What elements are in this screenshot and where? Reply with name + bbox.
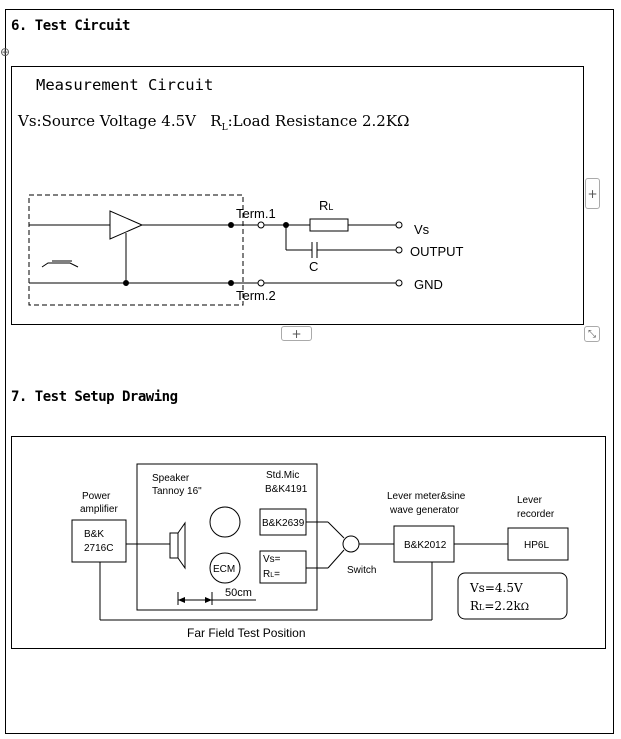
measurement-circuit-figure: Measurement Circuit Vs:Source Voltage 4.… [11,66,584,325]
figure-caption: Vs:Source Voltage 4.5V RL:Load Resistanc… [18,112,409,133]
speaker-cone [177,521,186,570]
power-amp-label-1: Power [82,491,111,502]
gnd-label: GND [414,277,443,292]
load-resistance-text: :Load Resistance 2.2K [227,112,398,130]
source-voltage-text: Vs:Source Voltage 4.5V [18,112,196,130]
term2-terminal [257,279,265,287]
rl-eq-label: RL= [263,569,280,580]
lever-meter-label-1: Lever meter&sine [387,491,466,502]
load-r-symbol: R [210,112,222,130]
circuit-schematic: Term.1 Term.2 RL C Vs OUTPUT GND [28,194,464,306]
test-setup-figure: Power amplifier B&K 2716C Speaker Tannoy… [11,436,606,649]
output-label: OUTPUT [410,244,464,259]
recorder-label-2: recorder [517,509,555,520]
add-row-button[interactable]: + [281,326,312,341]
lever-meter-label-2: wave generator [389,505,460,516]
gnd-terminal [395,279,403,287]
term1-label: Term.1 [236,206,276,221]
output-terminal [395,246,403,254]
load-resistor [309,218,349,232]
far-field-label: Far Field Test Position [187,626,306,640]
figure-title: Measurement Circuit [36,76,214,94]
vs-value-label: Vs=4.5V [469,581,523,595]
section-6-heading: 6. Test Circuit [11,18,130,34]
term1-terminal [257,221,265,229]
hp6l-label: HP6L [524,540,549,551]
vs-eq-label: Vs= [263,554,281,565]
load-r-subscript: L [221,123,228,133]
anechoic-enclosure [136,463,318,611]
recorder-label-1: Lever [517,495,543,506]
power-amplifier-box [71,519,127,563]
move-handle-icon[interactable]: ⊕ [0,45,11,59]
hp6l-box [507,527,569,561]
speaker-label-1: Speaker [152,473,190,484]
capacitor-label: C [309,259,318,274]
capsule-diaphragm [41,262,79,268]
vs-label: Vs [414,222,430,237]
mic-enclosure [28,194,244,306]
page-frame [5,9,614,734]
ohm-symbol: Ω [397,112,410,130]
stdmic-label-1: Std.Mic [266,470,299,481]
speaker-body [169,532,179,559]
test-setup-diagram: Power amplifier B&K 2716C Speaker Tannoy… [71,463,569,640]
vs-terminal [395,221,403,229]
bk-amp-label-2: 2716C [84,543,113,554]
vs-rl-box [259,550,307,584]
ecm-circle [209,552,241,584]
switch-label: Switch [347,565,376,576]
values-box [457,572,568,620]
rl-label: RL [319,198,333,213]
bk-amp-label-1: B&K [84,529,104,540]
stdmic-label-2: B&K4191 [265,484,308,495]
speaker-label-2: Tannoy 16" [152,486,202,497]
switch-circle [342,535,360,553]
power-amp-label-2: amplifier [80,504,118,515]
rl-value-label: RL=2.2kΩ [470,599,529,613]
distance-label: 50cm [225,587,252,599]
term2-label: Term.2 [236,288,276,303]
bk2639-label: B&K2639 [262,518,305,529]
section-7-heading: 7. Test Setup Drawing [11,389,178,405]
bk2012-label: B&K2012 [404,540,447,551]
ecm-label: ECM [213,564,235,575]
resize-handle-icon[interactable]: ⤡ [584,326,600,342]
std-mic-circle [209,506,241,538]
add-column-button[interactable]: + [585,178,600,209]
